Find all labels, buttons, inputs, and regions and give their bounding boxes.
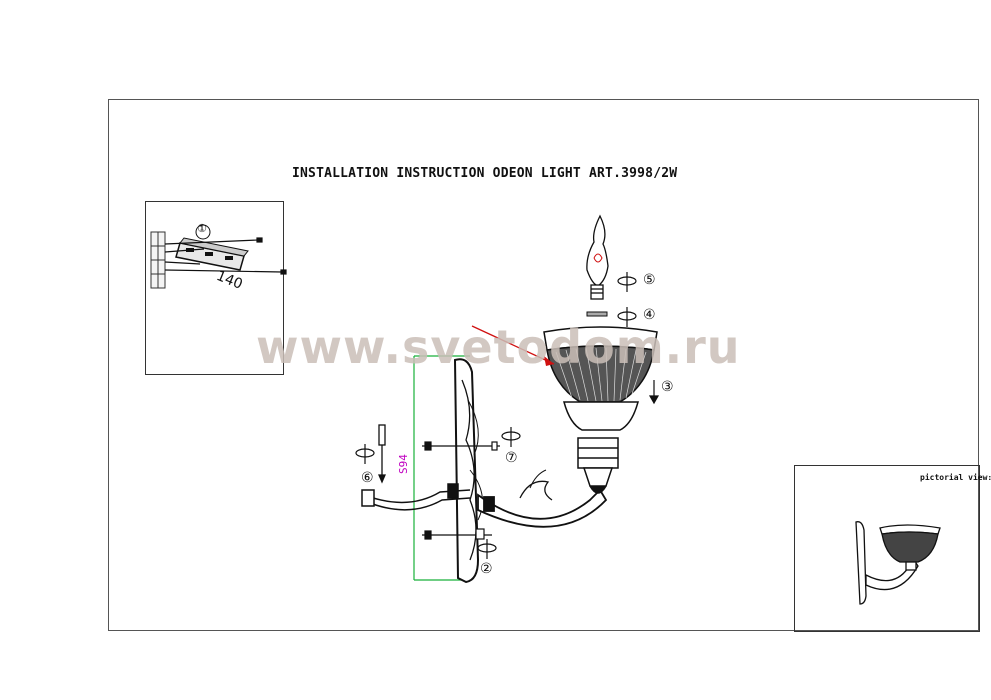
drawing-frame <box>108 99 979 631</box>
wall-bricks <box>150 231 166 289</box>
step-3-label: ③ <box>661 379 674 395</box>
ring-part <box>586 311 608 317</box>
pictorial-view-inset <box>794 465 980 632</box>
backplate-screws <box>422 441 500 540</box>
mounting-plate-inset <box>145 201 284 375</box>
watermark: www.svetodom.ru <box>256 320 741 374</box>
step-2-label: ② <box>480 561 493 577</box>
step-4-label: ④ <box>643 307 656 323</box>
pictorial-lamp <box>855 521 941 605</box>
step-5-label: ⑤ <box>643 272 656 288</box>
step-1-circle <box>195 224 211 240</box>
height-dimension-label: S94 <box>397 454 410 474</box>
shade-pointer-arrow <box>471 325 555 366</box>
pictorial-view-label: pictorial view: <box>920 473 991 482</box>
candle-bulb <box>586 214 609 300</box>
power-wires <box>361 483 471 511</box>
screwdriver <box>378 424 386 484</box>
rotation-arrows <box>355 272 660 559</box>
glass-shade <box>543 326 658 431</box>
socket-holder <box>577 437 619 494</box>
step-6-label: ⑥ <box>361 470 374 486</box>
diagram-title: INSTALLATION INSTRUCTION ODEON LIGHT ART… <box>292 166 678 181</box>
step-1-label: ① <box>197 222 207 235</box>
wall-backplate <box>453 358 483 584</box>
lamp-arm <box>477 469 608 528</box>
mounting-screws <box>164 237 287 275</box>
step-7-label: ⑦ <box>505 450 518 466</box>
